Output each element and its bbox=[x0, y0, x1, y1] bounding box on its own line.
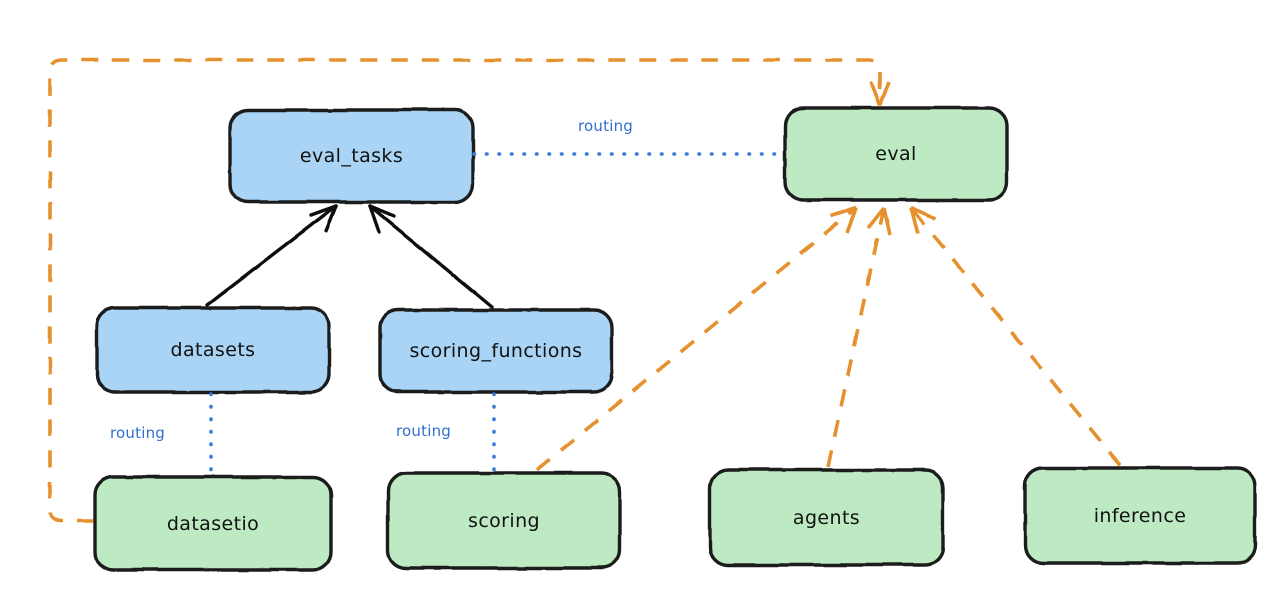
node-eval-tasks[interactable] bbox=[228, 108, 475, 204]
edge-scoring-functions-to-eval-tasks bbox=[368, 204, 494, 309]
node-scoring[interactable] bbox=[386, 471, 622, 570]
edge-label-routing-eval: routing bbox=[578, 117, 633, 135]
node-datasets[interactable] bbox=[95, 306, 331, 394]
dependency-edge-scoring-to-eval bbox=[535, 206, 858, 472]
node-eval[interactable] bbox=[783, 106, 1009, 202]
dependency-edge-inference-to-eval bbox=[909, 206, 1122, 467]
edge-label-routing-datasetio: routing bbox=[110, 424, 165, 442]
edge-label-routing-scoring: routing bbox=[396, 422, 451, 440]
dependency-edge-agents-to-eval bbox=[826, 206, 892, 468]
node-datasetio[interactable] bbox=[93, 475, 333, 572]
edge-datasets-to-eval-tasks bbox=[205, 204, 338, 307]
node-inference[interactable] bbox=[1023, 466, 1257, 565]
dependency-edge-datasetio-to-eval bbox=[48, 58, 891, 523]
node-agents[interactable] bbox=[708, 468, 945, 567]
node-scoring-functions[interactable] bbox=[378, 308, 614, 394]
